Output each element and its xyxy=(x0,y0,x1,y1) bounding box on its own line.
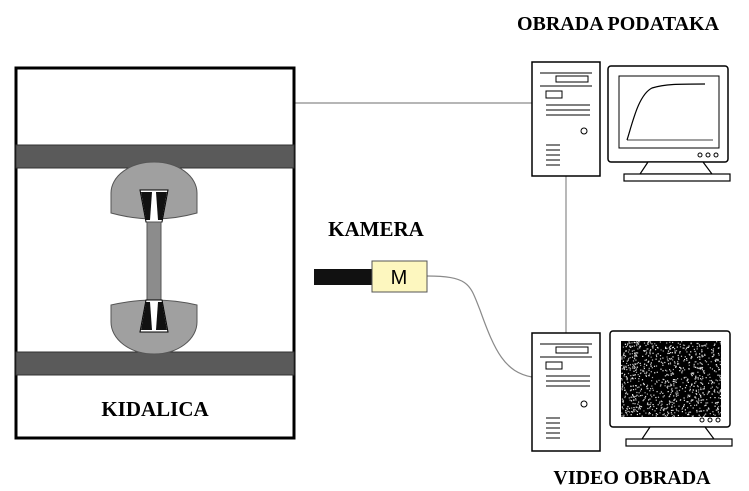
stress-strain-curve xyxy=(626,83,706,141)
camera-label: KAMERA xyxy=(328,217,424,241)
camera-lens xyxy=(314,269,372,285)
computer-tower-icon xyxy=(531,332,601,452)
specimen xyxy=(146,221,162,303)
camera-module-label: M xyxy=(391,267,408,289)
camera: KAMERA M xyxy=(314,217,428,293)
tensile-machine: KIDALICA xyxy=(14,66,296,440)
camera-cable xyxy=(426,275,533,378)
monitor-icon xyxy=(609,330,733,447)
lower-crossbar xyxy=(15,351,295,376)
video-processing-label: VIDEO OBRADA xyxy=(553,467,711,489)
monitor-icon xyxy=(607,65,731,182)
upper-grip xyxy=(110,161,198,223)
tensile-machine-label: KIDALICA xyxy=(101,397,209,421)
camera-module xyxy=(371,260,428,293)
computer-tower-icon xyxy=(531,61,601,177)
video-processing-workstation: VIDEO OBRADA xyxy=(531,330,733,489)
speckle-pattern xyxy=(621,341,721,417)
data-processing-workstation: OBRADA PODATAKA xyxy=(517,13,731,182)
data-processing-label: OBRADA PODATAKA xyxy=(517,13,720,35)
lower-grip xyxy=(110,299,198,355)
